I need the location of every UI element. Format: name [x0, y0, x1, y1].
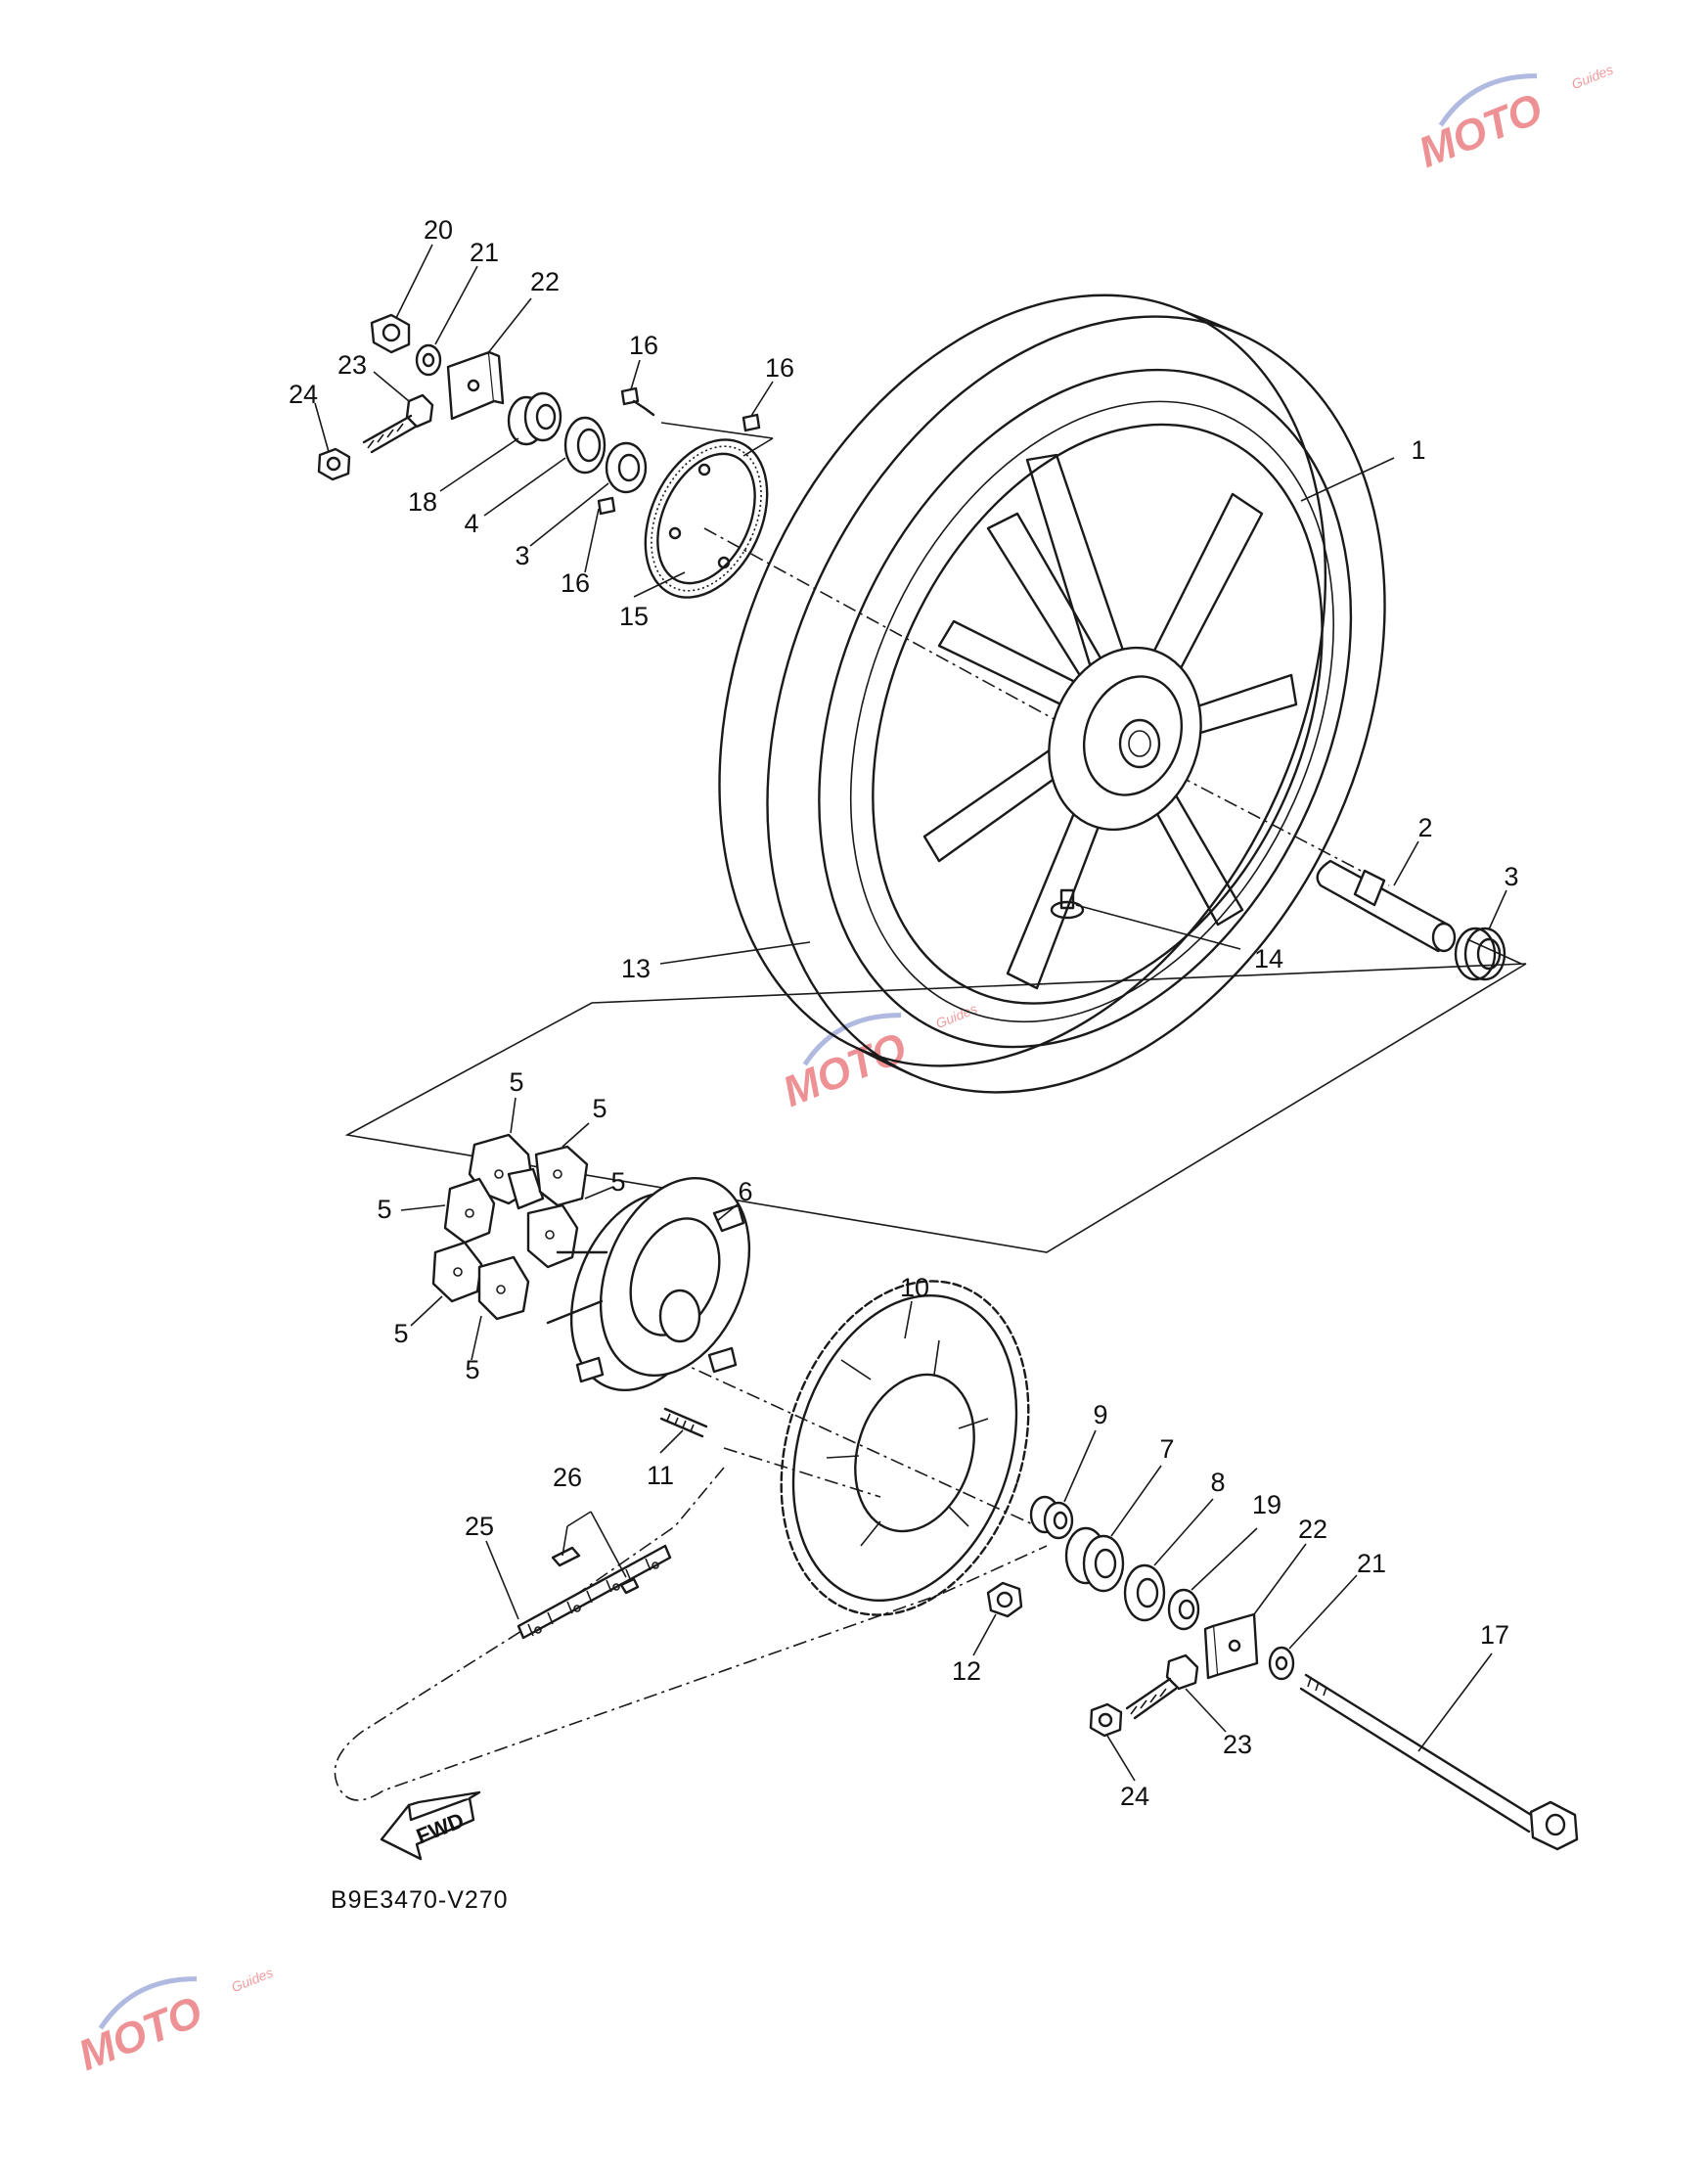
callout-10: 10	[900, 1273, 929, 1302]
watermark-top-right: MOTO Guides	[1413, 62, 1616, 177]
callout-26: 26	[553, 1463, 582, 1492]
bearing-right	[1454, 927, 1506, 981]
callout-23-right: 23	[1223, 1730, 1252, 1759]
callout-24: 24	[289, 380, 318, 409]
callout-18: 18	[408, 487, 437, 517]
callout-5-b: 5	[592, 1094, 607, 1123]
right-side-hardware	[1029, 1495, 1295, 1738]
svg-text:MOTO: MOTO	[777, 1023, 914, 1116]
svg-text:MOTO: MOTO	[1413, 84, 1550, 177]
callout-21-right: 21	[1357, 1549, 1386, 1578]
callout-13: 13	[621, 954, 651, 983]
callout-17: 17	[1480, 1620, 1509, 1650]
callout-3-left: 3	[515, 541, 529, 570]
watermark-bottom-left: MOTO Guides	[72, 1965, 276, 2080]
callout-22-right: 22	[1298, 1515, 1327, 1544]
callout-25: 25	[465, 1512, 494, 1541]
callout-23: 23	[337, 350, 367, 380]
callout-16-right: 16	[765, 353, 794, 383]
wheel-dampers	[431, 1133, 589, 1321]
callout-9: 9	[1093, 1400, 1107, 1429]
callout-15: 15	[619, 602, 649, 631]
svg-text:MOTO: MOTO	[72, 1987, 209, 2080]
rear-axle	[1299, 1673, 1579, 1851]
callout-21: 21	[470, 238, 499, 267]
wheel-spokes	[922, 453, 1298, 990]
callout-4: 4	[464, 509, 478, 538]
callout-6: 6	[738, 1177, 752, 1206]
rear-wheel-assembly	[718, 294, 1386, 1094]
hub-parts-outline	[344, 938, 1527, 1253]
callout-7: 7	[1159, 1434, 1174, 1464]
callout-5-d: 5	[377, 1195, 391, 1224]
stud-bolt	[659, 1407, 708, 1438]
callout-3-right: 3	[1504, 862, 1518, 891]
callout-11: 11	[647, 1461, 674, 1490]
callout-5-c: 5	[610, 1167, 625, 1197]
callout-leaders	[314, 244, 1507, 1782]
svg-text:Guides: Guides	[229, 1965, 275, 1995]
svg-text:Guides: Guides	[933, 1001, 979, 1031]
callout-19: 19	[1252, 1490, 1281, 1519]
callout-numbers: 20 21 22 23 24 18 4 3 16 15 16 16 1 2 3 …	[289, 215, 1519, 1811]
callout-24-right: 24	[1120, 1782, 1149, 1811]
callout-5-f: 5	[465, 1355, 479, 1384]
svg-text:Guides: Guides	[1569, 62, 1615, 92]
callout-8: 8	[1210, 1468, 1225, 1497]
left-side-hardware	[317, 313, 774, 599]
callout-12: 12	[952, 1656, 981, 1686]
sprocket-nut	[986, 1581, 1023, 1618]
callout-14: 14	[1254, 944, 1283, 973]
callout-5-a: 5	[509, 1067, 523, 1097]
callout-5-e: 5	[393, 1319, 408, 1348]
callout-1: 1	[1411, 435, 1425, 465]
callout-16-upper: 16	[629, 331, 658, 360]
watermark-center: MOTO Guides	[777, 1001, 980, 1116]
diagram-code: B9E3470-V270	[331, 1886, 509, 1914]
forward-direction-arrow: FWD	[380, 1790, 481, 1861]
drive-chain	[334, 1467, 1048, 1801]
callout-20: 20	[424, 215, 453, 245]
axle-collar	[1316, 859, 1457, 953]
callout-22: 22	[530, 267, 560, 296]
clutch-hub	[546, 1176, 751, 1392]
callout-16-lower: 16	[561, 568, 590, 598]
callout-2: 2	[1417, 813, 1432, 842]
rear-sprocket	[780, 1280, 1030, 1616]
